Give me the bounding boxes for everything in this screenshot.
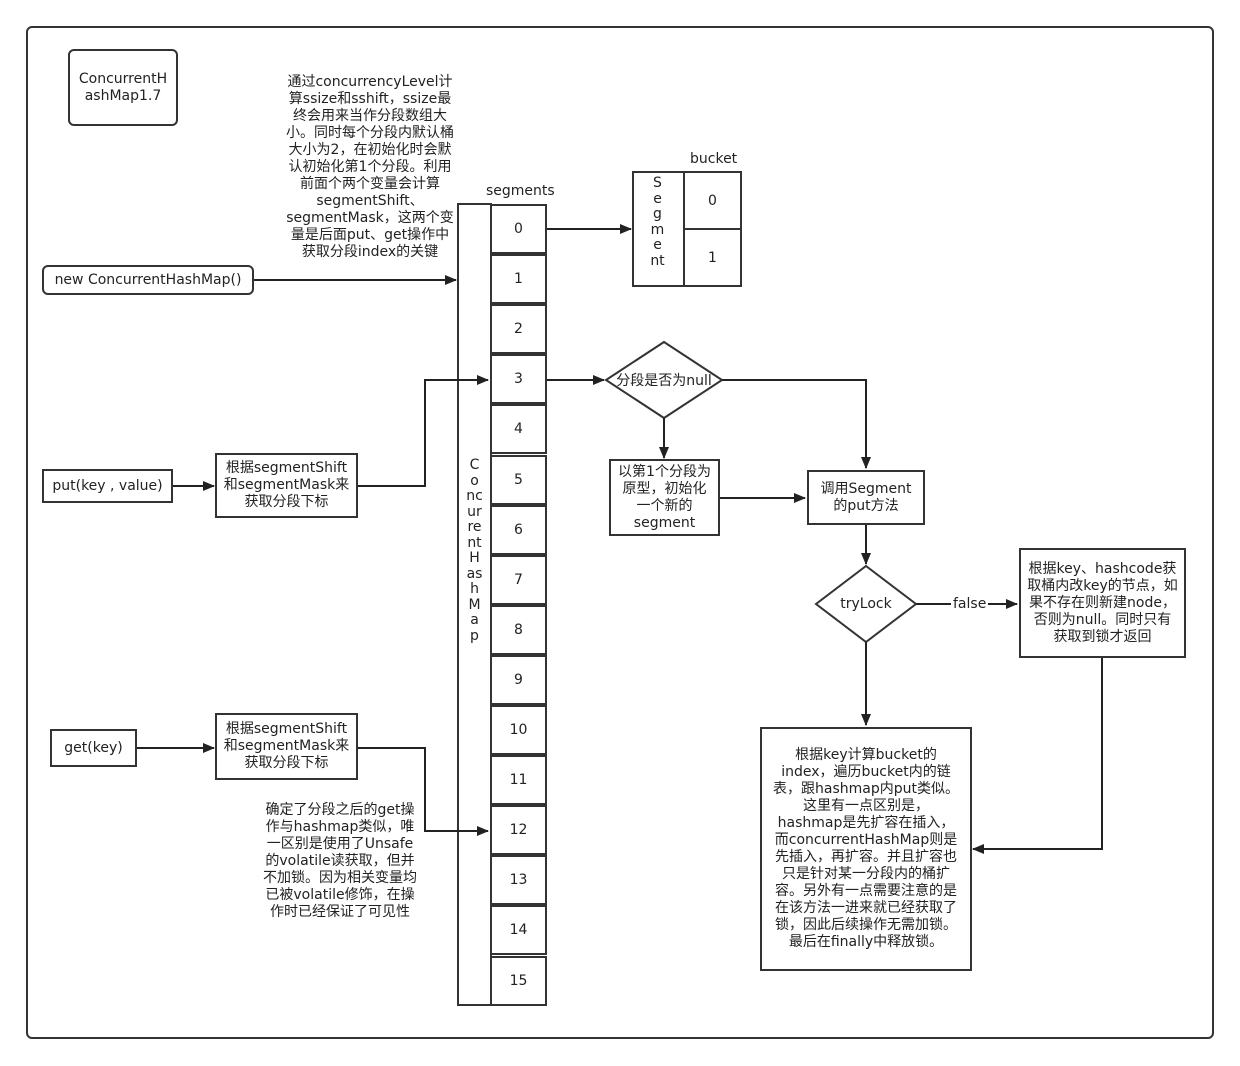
- bucket-put-box: 根据key计算bucket的index，遍历bucket内的链表，跟hashma…: [760, 727, 972, 971]
- get-index-box: 根据segmentShift和segmentMask来获取分段下标: [215, 713, 358, 780]
- arrow-decision-to-put: [722, 379, 871, 469]
- lock-fail-box: 根据key、hashcode获取桶内改key的节点，如果不存在则新建node，否…: [1019, 548, 1186, 658]
- segment-cell-13: 13: [490, 855, 547, 906]
- segments-label: segments: [486, 183, 555, 199]
- init-note: 通过concurrencyLevel计算ssize和sshift，ssize最终…: [286, 74, 454, 260]
- init-segment-box: 以第1个分段为原型，初始化一个新的segment: [609, 459, 720, 536]
- map-vertical-label: ConcurrentHashMap: [466, 457, 483, 644]
- put-index-box: 根据segmentShift和segmentMask来获取分段下标: [215, 453, 358, 518]
- bucket-1: 1: [708, 250, 717, 266]
- bucket-label: bucket: [690, 151, 738, 167]
- segment-vertical-label: Segment: [650, 176, 665, 269]
- map-column: [457, 203, 492, 1006]
- segment-cell-6: 6: [490, 504, 547, 555]
- call-put-box: 调用Segment的put方法: [807, 470, 925, 525]
- arrow-index-to-seg3: [357, 375, 489, 487]
- get-note: 确定了分段之后的get操作与hashmap类似，唯一区别是使用了Unsafe的v…: [263, 802, 417, 920]
- trylock-text: tryLock: [840, 596, 892, 612]
- bucket-0: 0: [708, 193, 717, 209]
- outer-frame: [26, 26, 1214, 1039]
- segment-cell-9: 9: [490, 654, 547, 705]
- segment-cell-14: 14: [490, 905, 547, 956]
- arrow-index-to-seg12: [357, 747, 489, 836]
- segment-cell-2: 2: [490, 304, 547, 355]
- segment-cell-15: 15: [490, 955, 547, 1006]
- segment-cell-8: 8: [490, 604, 547, 655]
- new-map-box: new ConcurrentHashMap(): [42, 265, 254, 295]
- segment-cell-3: 3: [490, 354, 547, 405]
- put-box: put(key , value): [42, 469, 173, 503]
- title-box: ConcurrentHashMap1.7: [68, 49, 178, 126]
- segment-cell-12: 12: [490, 805, 547, 856]
- false-label: false: [951, 596, 989, 613]
- get-box: get(key): [50, 729, 137, 767]
- segment-cell-5: 5: [490, 454, 547, 505]
- null-check-text: 分段是否为null: [616, 373, 712, 389]
- arrow-lockfail-to-bucketput: [972, 658, 1103, 854]
- segment-cell-11: 11: [490, 755, 547, 806]
- segment-cell-7: 7: [490, 554, 547, 605]
- segment-cell-1: 1: [490, 254, 547, 305]
- segment-cell-10: 10: [490, 705, 547, 755]
- segment-cell-4: 4: [490, 404, 547, 455]
- segment-cell-0: 0: [490, 204, 547, 254]
